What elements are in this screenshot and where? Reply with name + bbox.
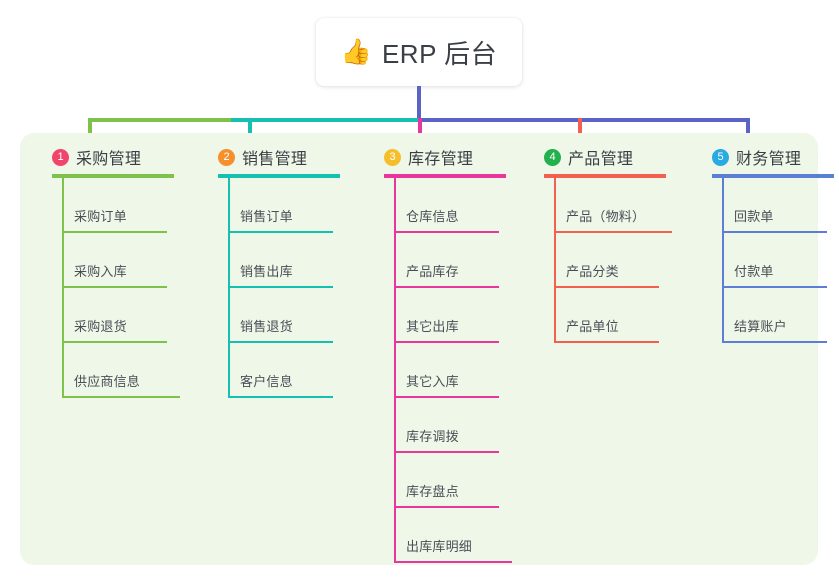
mindmap-item-underline <box>394 451 499 453</box>
column-title: 采购管理 <box>76 151 142 168</box>
mindmap-item-label: 销售出库 <box>240 264 293 279</box>
mindmap-item[interactable]: 采购订单 <box>62 178 167 233</box>
mindmap-item-label: 采购入库 <box>74 264 127 279</box>
column-spine <box>554 178 556 343</box>
mindmap-item-underline <box>228 396 333 398</box>
connector-bus-blue <box>418 118 750 122</box>
mindmap-item-label: 采购退货 <box>74 319 127 334</box>
mindmap-item-underline <box>554 341 659 343</box>
mindmap-item-underline <box>722 231 827 233</box>
mindmap-item-label: 结算账户 <box>734 319 787 334</box>
column-title: 产品管理 <box>568 151 634 168</box>
mindmap-item-label: 库存调拨 <box>406 429 459 444</box>
column-title: 财务管理 <box>736 151 802 168</box>
mindmap-item[interactable]: 销售退货 <box>228 288 333 343</box>
mindmap-item-underline <box>722 341 827 343</box>
mindmap-item-underline <box>62 396 180 398</box>
column-spine <box>722 178 724 343</box>
mindmap-item[interactable]: 产品单位 <box>554 288 659 343</box>
mindmap-item-underline <box>394 341 499 343</box>
column-header-5[interactable]: 5 财务管理 <box>712 145 801 169</box>
column-number-badge: 5 <box>712 148 729 166</box>
column-underline <box>52 174 174 178</box>
thumbs-up-emoji: 👍 <box>340 37 372 66</box>
mindmap-item-label: 付款单 <box>734 264 774 279</box>
mindmap-item-label: 产品（物料） <box>566 209 646 224</box>
mindmap-item-label: 其它出库 <box>406 319 459 334</box>
mindmap-item-label: 库存盘点 <box>406 484 459 499</box>
mindmap-item-underline <box>394 286 499 288</box>
mindmap-item-underline <box>394 561 512 563</box>
column-spine <box>62 178 64 398</box>
column-title: 销售管理 <box>242 151 308 168</box>
mindmap-item-underline <box>394 396 499 398</box>
mindmap-item-label: 出库库明细 <box>406 539 473 554</box>
column-underline <box>384 174 506 178</box>
mindmap-item-underline <box>228 231 333 233</box>
mindmap-item-label: 采购订单 <box>74 209 127 224</box>
mindmap-item[interactable]: 采购退货 <box>62 288 167 343</box>
root-connector-stem <box>417 86 421 118</box>
mindmap-item-underline <box>228 286 333 288</box>
mindmap-item-label: 回款单 <box>734 209 774 224</box>
mindmap-item-underline <box>228 341 333 343</box>
column-title: 库存管理 <box>408 151 474 168</box>
mindmap-item-label: 仓库信息 <box>406 209 459 224</box>
mindmap-item-underline <box>62 286 167 288</box>
column-header-3[interactable]: 3 库存管理 <box>384 145 473 169</box>
mindmap-item-label: 其它入库 <box>406 374 459 389</box>
mindmap-item[interactable]: 库存调拨 <box>394 398 499 453</box>
column-header-4[interactable]: 4 产品管理 <box>544 145 633 169</box>
root-node-card[interactable]: 👍 ERP 后台 <box>316 18 522 86</box>
column-number-badge: 1 <box>52 148 69 166</box>
mindmap-item[interactable]: 销售订单 <box>228 178 333 233</box>
column-underline <box>544 174 666 178</box>
mindmap-item[interactable]: 库存盘点 <box>394 453 499 508</box>
mindmap-item-underline <box>394 506 499 508</box>
mindmap-item[interactable]: 其它入库 <box>394 343 499 398</box>
mindmap-item-label: 销售退货 <box>240 319 293 334</box>
mindmap-item[interactable]: 客户信息 <box>228 343 333 398</box>
column-header-1[interactable]: 1 采购管理 <box>52 145 141 169</box>
mindmap-item[interactable]: 产品库存 <box>394 233 499 288</box>
mindmap-item[interactable]: 回款单 <box>722 178 827 233</box>
mindmap-item-label: 客户信息 <box>240 374 293 389</box>
mindmap-item-underline <box>62 231 167 233</box>
column-number-badge: 3 <box>384 148 401 166</box>
mindmap-item-underline <box>394 231 499 233</box>
mindmap-item-label: 产品库存 <box>406 264 459 279</box>
mindmap-item[interactable]: 采购入库 <box>62 233 167 288</box>
mindmap-item[interactable]: 产品分类 <box>554 233 659 288</box>
column-spine <box>394 178 396 563</box>
mindmap-item[interactable]: 供应商信息 <box>62 343 180 398</box>
mindmap-item-underline <box>722 286 827 288</box>
mindmap-item[interactable]: 结算账户 <box>722 288 827 343</box>
mindmap-item[interactable]: 产品（物料） <box>554 178 672 233</box>
column-spine <box>228 178 230 398</box>
mindmap-item-underline <box>554 231 672 233</box>
connector-bus-green <box>88 118 231 122</box>
column-header-2[interactable]: 2 销售管理 <box>218 145 307 169</box>
mindmap-panel: 1 采购管理采购订单采购入库采购退货供应商信息 2 销售管理销售订单销售出库销售退货客… <box>20 133 834 565</box>
mindmap-item[interactable]: 其它出库 <box>394 288 499 343</box>
mindmap-item-label: 供应商信息 <box>74 374 141 389</box>
mindmap-item[interactable]: 仓库信息 <box>394 178 499 233</box>
connector-bus-teal <box>231 118 418 122</box>
mindmap-item[interactable]: 付款单 <box>722 233 827 288</box>
column-number-badge: 2 <box>218 148 235 166</box>
column-underline <box>712 174 834 178</box>
mindmap-item[interactable]: 出库库明细 <box>394 508 512 563</box>
mindmap-item-underline <box>554 286 659 288</box>
mindmap-item-label: 产品分类 <box>566 264 619 279</box>
mindmap-item-underline <box>62 341 167 343</box>
column-underline <box>218 174 340 178</box>
mindmap-item[interactable]: 销售出库 <box>228 233 333 288</box>
column-number-badge: 4 <box>544 148 561 166</box>
root-node-title: ERP 后台 <box>381 38 498 69</box>
mindmap-item-label: 销售订单 <box>240 209 293 224</box>
mindmap-item-label: 产品单位 <box>566 319 619 334</box>
